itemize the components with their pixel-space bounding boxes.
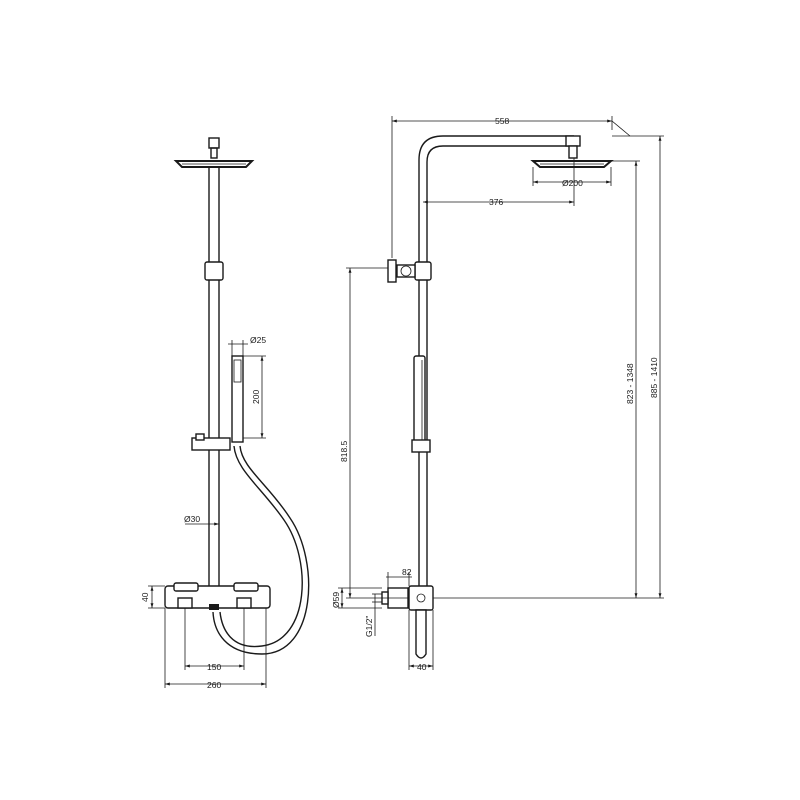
valve-outlet — [209, 604, 219, 610]
shower-hose-outer — [219, 445, 303, 648]
valve-handle-right — [233, 582, 259, 592]
side-valve-body — [408, 585, 434, 611]
side-hand-shower — [413, 355, 426, 445]
dim-height-range-1: 823 - 1348 — [625, 363, 635, 404]
dim-head-diameter: Ø200 — [562, 178, 583, 188]
dim-hand-shower-length: 200 — [251, 390, 261, 404]
overhead-shower-head — [173, 160, 255, 168]
riser-clamp-side — [414, 261, 432, 281]
shower-arm-outer — [418, 135, 574, 262]
valve-inlet-left — [177, 597, 193, 609]
side-shower-head — [530, 160, 614, 168]
side-view: 558 Ø200 376 818.5 82 Ø59 G1/2" — [331, 116, 664, 672]
head-connector — [208, 137, 220, 149]
hand-shower — [231, 355, 244, 443]
side-slider — [411, 439, 431, 453]
dim-arm-leader — [611, 120, 631, 137]
dim-valve-diameter: Ø59 — [331, 592, 341, 608]
wall-bracket-screw — [400, 265, 412, 277]
wall-bracket-arm — [396, 264, 416, 278]
slider-knob — [195, 433, 205, 441]
dim-valve-projection: 82 — [402, 567, 412, 577]
dim-hand-shower-diameter: Ø25 — [250, 335, 266, 345]
dim-valve-height: 40 — [140, 592, 150, 602]
dim-riser-diameter: Ø30 — [184, 514, 200, 524]
dim-bracket-height: 818.5 — [339, 440, 349, 462]
side-valve-outlet-hose — [415, 609, 427, 659]
shower-hose-inner — [212, 445, 310, 655]
wall-bracket-plate — [387, 259, 397, 283]
dim-height-range-2: 885 - 1410 — [649, 357, 659, 398]
dim-valve-width: 260 — [207, 680, 221, 690]
front-view: Ø25 200 Ø30 40 150 260 — [140, 137, 310, 690]
shower-arm-inner — [426, 145, 574, 262]
valve-inlet-right — [236, 597, 252, 609]
dim-valve-centres: 150 — [207, 662, 221, 672]
head-swivel — [568, 145, 578, 159]
dim-arm-projection: 558 — [495, 116, 509, 126]
valve-handle-left — [173, 582, 199, 592]
dim-inlet-thread: G1/2" — [364, 616, 374, 637]
dim-valve-depth: 40 — [417, 662, 427, 672]
riser-clamp — [204, 261, 224, 281]
arm-end-cap — [565, 135, 581, 147]
hand-shower-slider — [191, 437, 231, 451]
head-connector-neck — [210, 147, 218, 159]
hand-shower-spray-face — [233, 359, 242, 383]
dim-arm-to-head: 376 — [489, 197, 503, 207]
side-valve-knob-centre — [416, 593, 426, 603]
